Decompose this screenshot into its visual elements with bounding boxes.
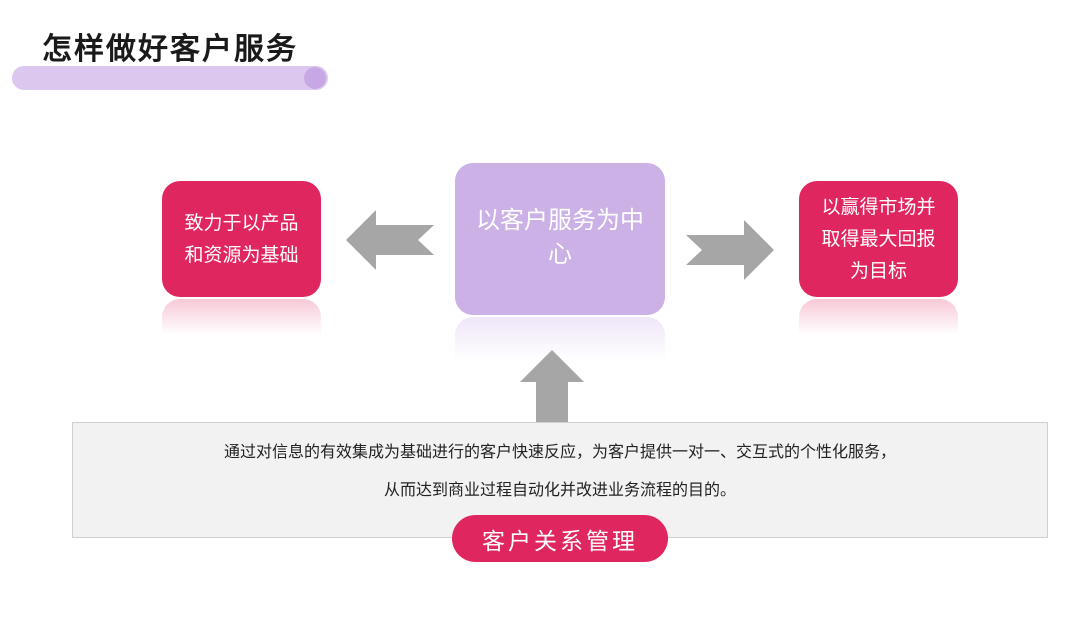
center-box-text: 以客户服务为中心 — [476, 206, 644, 268]
description-line-1: 通过对信息的有效集成为基础进行的客户快速反应，为客户提供一对一、交互式的个性化服… — [223, 442, 896, 461]
title-underline-bar — [12, 66, 328, 90]
bar-end-dot — [304, 67, 326, 89]
slide-title: 怎样做好客户服务 — [42, 32, 298, 67]
left-box-text: 致力于以产品和资源为基础 — [184, 212, 299, 266]
up-arrow-icon — [520, 350, 584, 424]
center-box: 以客户服务为中心 — [455, 163, 665, 315]
right-arrow-icon — [686, 220, 774, 280]
center-box-reflection — [455, 317, 665, 361]
left-box: 致力于以产品和资源为基础 — [162, 181, 321, 297]
crm-label-pill: 客户关系管理 — [452, 515, 668, 562]
left-box-reflection — [162, 299, 321, 335]
description-line-2: 从而达到商业过程自动化并改进业务流程的目的。 — [383, 480, 736, 499]
right-box: 以赢得市场并取得最大回报为目标 — [799, 181, 958, 297]
crm-description-panel: 通过对信息的有效集成为基础进行的客户快速反应，为客户提供一对一、交互式的个性化服… — [72, 422, 1048, 538]
right-box-text: 以赢得市场并取得最大回报为目标 — [821, 196, 936, 282]
left-arrow-icon — [346, 210, 434, 270]
right-box-reflection — [799, 299, 958, 335]
